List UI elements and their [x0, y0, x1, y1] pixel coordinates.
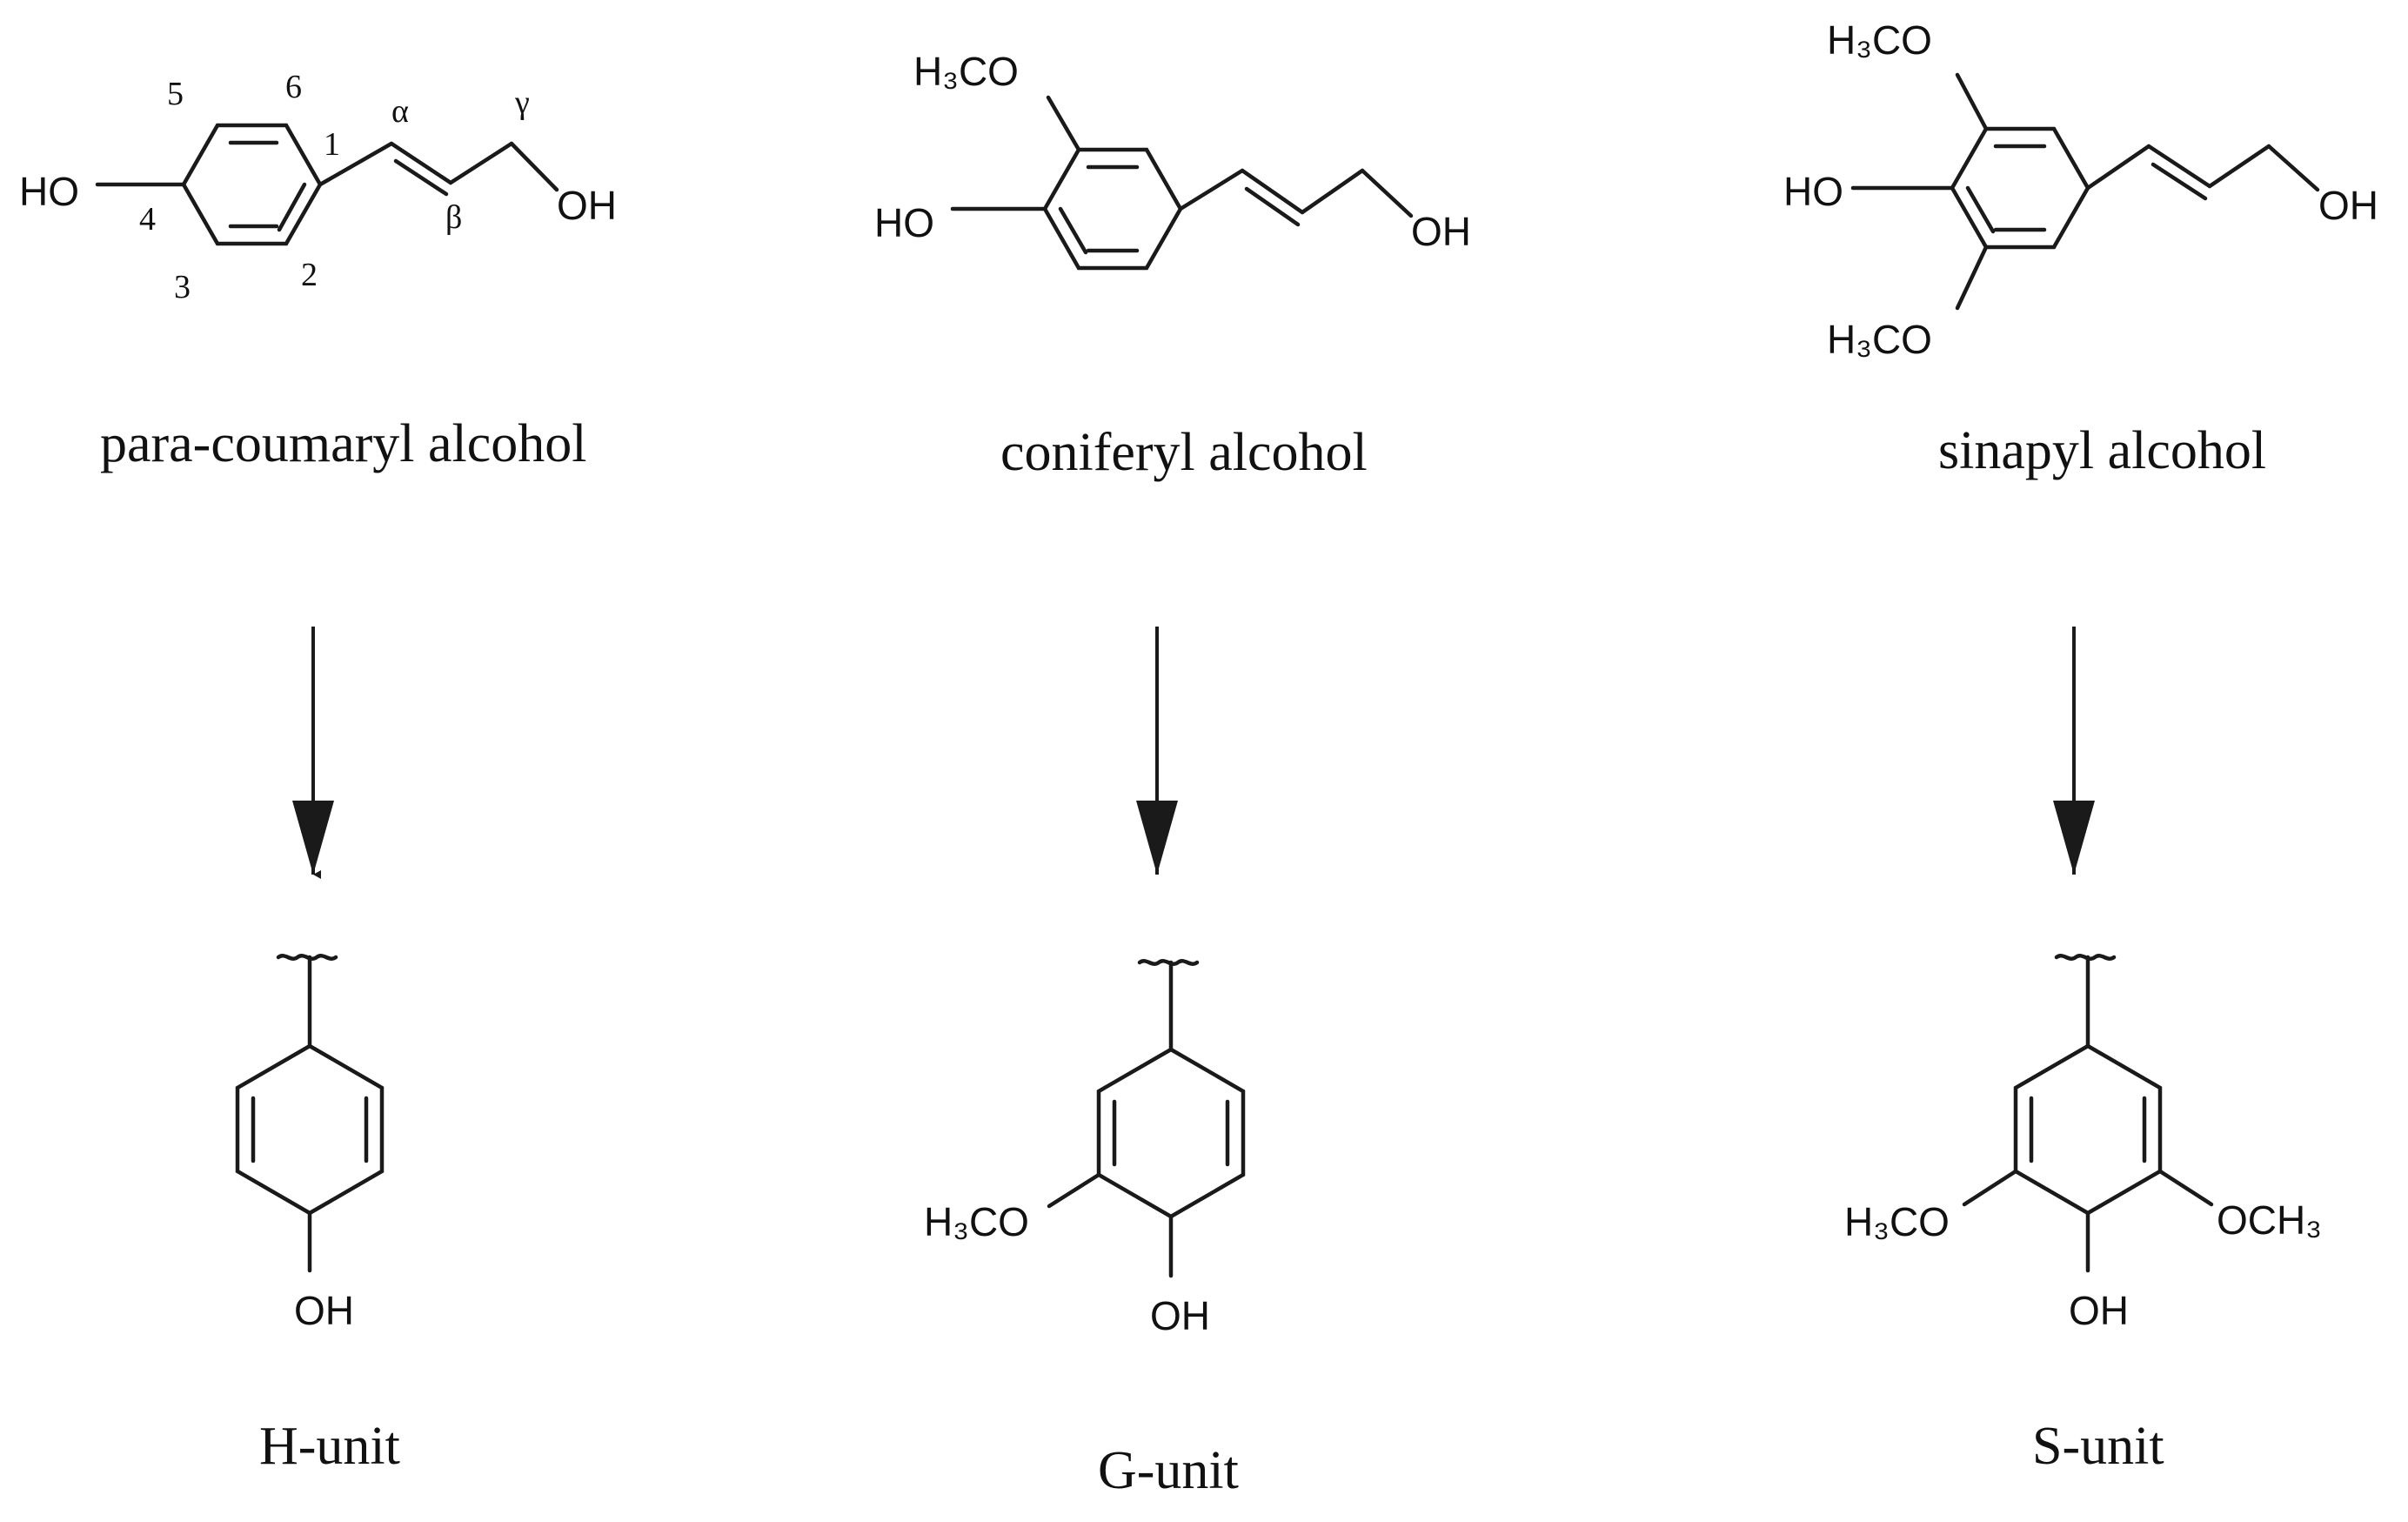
hydroxyl-label: HO	[19, 169, 79, 214]
arrowhead-icon	[2053, 801, 2095, 875]
position-number: 2	[301, 257, 318, 293]
unit-name: H-unit	[259, 1417, 400, 1476]
position-number: 1	[324, 126, 340, 163]
position-number: 3	[174, 269, 191, 305]
s-unit-structure: OH H₃CO OCH₃	[1844, 954, 2322, 1333]
position-number: 6	[285, 69, 302, 105]
coniferyl-alcohol-structure: HO OH H₃CO	[874, 49, 1471, 271]
methoxy-label: OCH₃	[2217, 1197, 2322, 1243]
alpha-label: α	[391, 93, 409, 130]
arrowhead-icon	[1136, 801, 1178, 875]
hydroxyl-label: OH	[294, 1288, 354, 1333]
para-coumaryl-alcohol-structure: HO OH 1 2 3 4 5 6 α β γ	[19, 69, 617, 305]
monomer-name: sinapyl alcohol	[1938, 421, 2266, 480]
sinapyl-alcohol-structure: HO OH H₃CO H₃CO	[1783, 17, 2378, 362]
unit-name: G-unit	[1098, 1441, 1239, 1500]
gamma-label: γ	[514, 84, 530, 121]
position-number: 4	[139, 201, 156, 238]
hydroxyl-label: OH	[1150, 1293, 1210, 1338]
g-unit-structure: OH H₃CO	[924, 959, 1246, 1338]
position-number: 5	[167, 76, 184, 112]
hydroxyl-label: HO	[1783, 169, 1843, 214]
methoxy-label: H₃CO	[1827, 317, 1932, 362]
unit-name: S-unit	[2032, 1417, 2164, 1476]
methoxy-label: H₃CO	[1827, 17, 1932, 63]
hydroxyl-label: HO	[874, 200, 934, 245]
methoxy-label: H₃CO	[913, 49, 1019, 94]
hydroxyl-label: OH	[557, 183, 617, 228]
beta-label: β	[445, 199, 462, 236]
h-unit-structure: OH	[235, 954, 385, 1333]
methoxy-label: H₃CO	[1844, 1199, 1950, 1244]
hydroxyl-label: OH	[1411, 209, 1471, 254]
monomer-name: coniferyl alcohol	[1000, 423, 1368, 482]
hydroxyl-label: OH	[2069, 1288, 2129, 1333]
monomer-name: para-coumaryl alcohol	[100, 414, 586, 473]
hydroxyl-label: OH	[2318, 183, 2378, 228]
methoxy-label: H₃CO	[924, 1199, 1029, 1244]
arrowhead-icon	[292, 801, 334, 875]
